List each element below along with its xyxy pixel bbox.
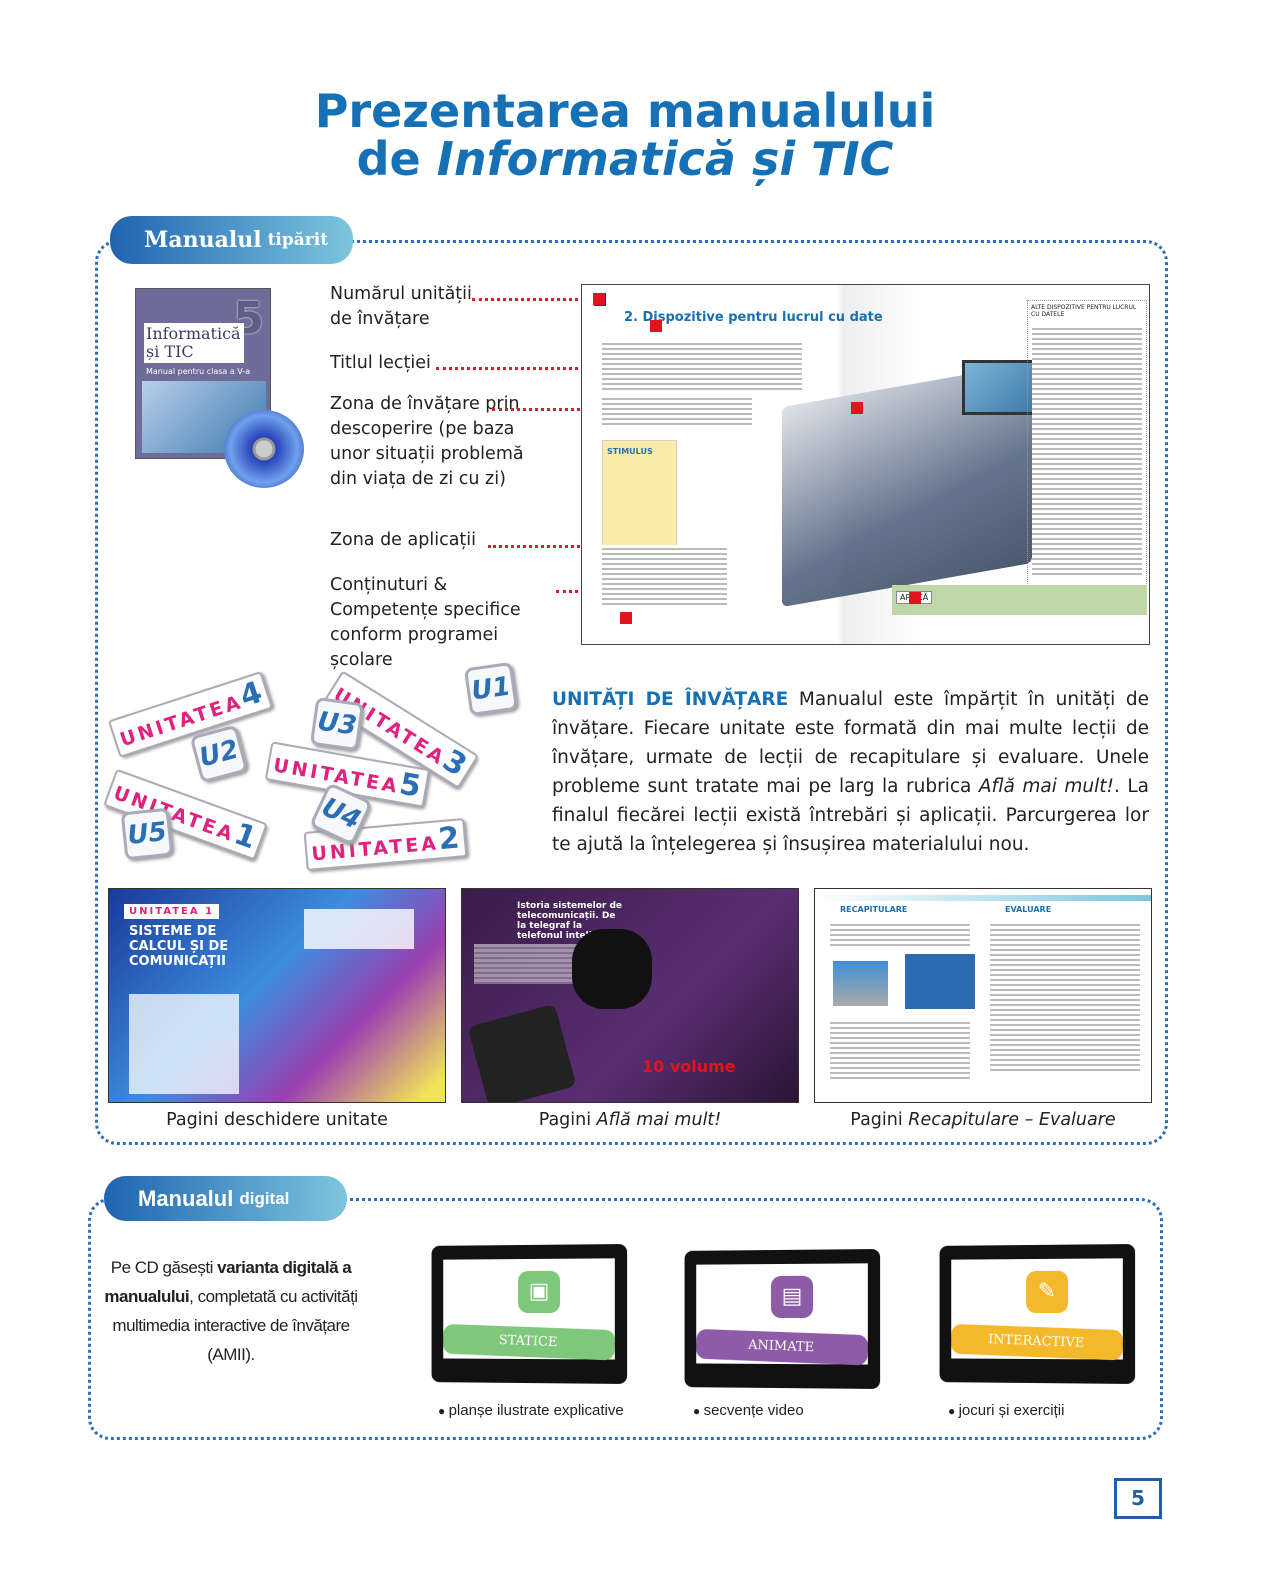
thumb-unit-opening: UNITATEA 1 SISTEME DE CALCUL ȘI DE COMUN… — [108, 888, 446, 1103]
label-applications-zone: Zona de aplicații — [330, 528, 476, 553]
unit-number: 5 — [397, 767, 424, 805]
printed-section-header: Manualul tipărit — [110, 216, 353, 264]
body-text — [602, 340, 802, 390]
unit-badge: U3 — [310, 697, 364, 751]
body-text — [602, 545, 727, 605]
unit-badge: U5 — [121, 808, 174, 861]
interactive-board — [962, 360, 1037, 415]
stimulus-box: STIMULUS — [602, 440, 677, 560]
marker — [909, 592, 921, 604]
caption-learn-more: Pagini Află mai mult! — [461, 1110, 799, 1130]
bullet-animated: secvențe video — [693, 1402, 804, 1419]
body-text — [602, 395, 752, 427]
bullet-static: planșe ilustrate explicative — [438, 1402, 624, 1419]
cover-title: Informatică și TIC — [144, 323, 244, 363]
para-italic: Află mai mult! — [979, 776, 1114, 797]
tablet-animated: ▤ ANIMATE — [685, 1249, 881, 1389]
digital-description: Pe CD găsești varianta digitală a manual… — [100, 1253, 362, 1369]
bullet-interactive: jocuri și exerciții — [948, 1402, 1064, 1419]
marker — [851, 402, 863, 414]
caption-italic: Află mai mult! — [597, 1110, 722, 1130]
body-text — [990, 921, 1140, 1071]
caption-review: Pagini Recapitulare – Evaluare — [814, 1110, 1152, 1130]
units-heading: UNITĂȚI DE ÎNVĂȚARE — [552, 689, 788, 710]
title-prefix: de — [357, 132, 437, 186]
aplica-box: APLICĂ — [892, 585, 1147, 615]
page-number: 5 — [1114, 1478, 1162, 1519]
marker — [593, 293, 605, 305]
header-main: Manualul — [138, 1186, 233, 1212]
pencil-icon: ✎ — [1026, 1271, 1068, 1313]
tablet-static: ▣ STATICE — [432, 1244, 628, 1384]
page-title-line1: Prezentarea manualului — [0, 86, 1250, 136]
tablet-label: STATICE — [443, 1324, 616, 1361]
sample-lesson-spread: 1 2. Dispozitive pentru lucrul cu date S… — [581, 284, 1150, 645]
thumb-review-left: RECAPITULARE — [840, 905, 907, 914]
caption-italic: Recapitulare – Evaluare — [908, 1110, 1115, 1130]
digital-section-header: Manualul digital — [104, 1176, 347, 1221]
units-description: UNITĂȚI DE ÎNVĂȚARE Manualul este împărț… — [552, 685, 1149, 859]
tablet-label: ANIMATE — [696, 1329, 869, 1366]
caption-unit-opening: Pagini deschidere unitate — [108, 1110, 446, 1130]
contents-box — [304, 909, 414, 949]
side-title: ALTE DISPOZITIVE PENTRU LUCRUL CU DATELE — [1028, 301, 1146, 321]
marker — [650, 320, 662, 332]
label-discovery-zone: Zona de învățare prin descoperire (pe ba… — [330, 392, 540, 492]
title-italic: Informatică și TIC — [437, 132, 894, 186]
phone-illustration — [572, 929, 652, 1009]
stimulus-label: STIMULUS — [607, 447, 653, 456]
unit-number: 2 — [437, 821, 461, 858]
body-text — [830, 921, 970, 946]
label-unit-number: Numărul unității de învățare — [330, 282, 480, 332]
thumb-review: RECAPITULARE EVALUARE — [814, 888, 1152, 1103]
blueprint-image — [905, 954, 975, 1009]
header-sub: digital — [239, 1189, 289, 1209]
caption-text: Pagini — [850, 1110, 908, 1130]
computer-image — [833, 961, 888, 1006]
page-title-line2: de Informatică și TIC — [0, 134, 1250, 184]
top-stripe — [815, 895, 1152, 901]
unit-badge: U2 — [190, 725, 249, 784]
unit-word: UNITATEA — [311, 832, 440, 865]
sample-lesson-title: 2. Dispozitive pentru lucrul cu date — [624, 310, 883, 325]
image-icon: ▣ — [518, 1271, 560, 1313]
marker — [620, 612, 632, 624]
thumb-badge: 10 volume — [642, 1057, 736, 1076]
label-lesson-title: Titlul lecției — [330, 351, 431, 376]
body-text — [830, 1019, 970, 1079]
tablet-label: INTERACTIVE — [951, 1324, 1124, 1361]
cd-icon — [224, 410, 304, 488]
thumb-unit-title: SISTEME DE CALCUL ȘI DE COMUNICAȚII — [129, 924, 259, 969]
thumb-review-right: EVALUARE — [1005, 905, 1051, 914]
unit-tile: UNITATEA4 — [108, 671, 273, 758]
thumb-unit-label: UNITATEA 1 — [124, 904, 219, 919]
caption-text: Pagini deschidere unitate — [166, 1110, 388, 1130]
competences-box — [129, 994, 239, 1094]
cover-subtitle: Manual pentru clasa a V-a — [146, 367, 250, 376]
thumb-learn-more: Istoria sistemelor de telecomunicații. D… — [461, 888, 799, 1103]
side-text — [1032, 325, 1142, 575]
unit-badge: U1 — [464, 662, 518, 716]
units-collage: UNITATEA4 UNITATEA3 UNITATEA5 UNITATEA1 … — [105, 655, 535, 880]
tablet-interactive: ✎ INTERACTIVE — [940, 1244, 1136, 1384]
header-main: Manualul — [144, 227, 262, 253]
smartphone-illustration — [468, 1004, 577, 1103]
caption-text: Pagini — [539, 1110, 597, 1130]
side-column: ALTE DISPOZITIVE PENTRU LUCRUL CU DATELE — [1027, 300, 1147, 590]
leader-line — [472, 298, 597, 301]
film-icon: ▤ — [771, 1276, 813, 1318]
header-sub: tipărit — [268, 230, 328, 250]
dig-text: Pe CD găsești — [111, 1258, 217, 1277]
unit-number: 1 — [230, 816, 262, 856]
